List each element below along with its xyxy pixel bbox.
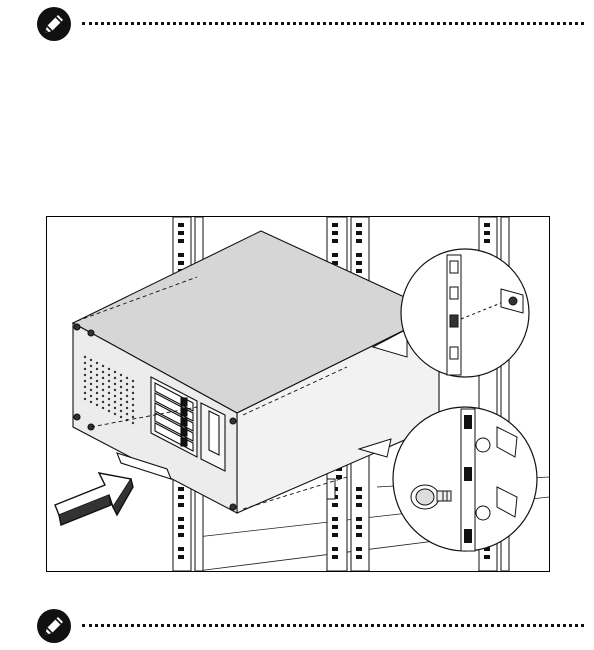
note-pen-icon bbox=[36, 6, 72, 42]
rack-mount-illustration bbox=[46, 216, 550, 572]
note-header-top bbox=[32, 4, 588, 44]
note-divider bbox=[82, 624, 584, 627]
server-chassis bbox=[73, 231, 439, 513]
note-pen-icon bbox=[36, 608, 72, 644]
note-divider bbox=[82, 22, 584, 25]
rack-mount-drawing bbox=[47, 217, 549, 571]
arrow-icon bbox=[55, 473, 133, 525]
note-header-bottom bbox=[32, 606, 588, 646]
